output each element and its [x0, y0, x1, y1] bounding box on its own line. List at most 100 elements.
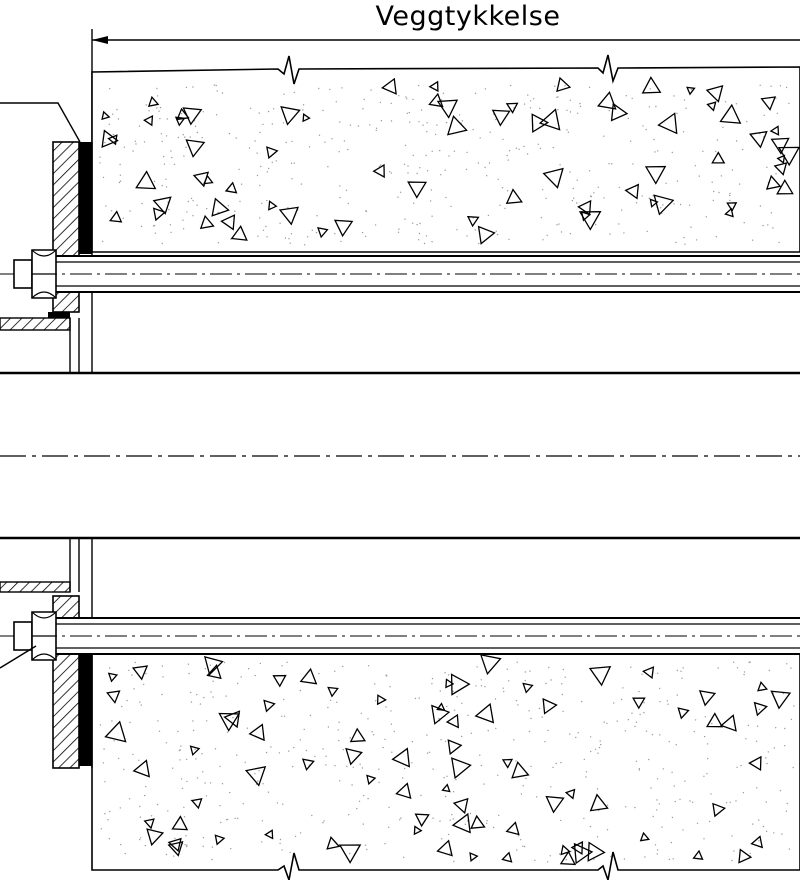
stipple-dot: [480, 764, 483, 767]
stipple-dot: [489, 131, 491, 133]
stipple-dot: [718, 191, 720, 194]
stipple-dot: [384, 738, 386, 741]
stipple-dot: [315, 231, 318, 234]
stipple-dot: [337, 729, 339, 731]
stipple-dot: [347, 202, 349, 205]
aggregate-triangle: [726, 202, 738, 213]
stipple-dot: [386, 675, 388, 677]
stipple-dot: [139, 838, 141, 841]
stipple-dot: [775, 173, 777, 175]
stipple-dot: [108, 838, 111, 840]
stipple-dot: [659, 701, 661, 703]
stipple-dot: [329, 699, 332, 701]
stipple-dot: [346, 765, 348, 768]
stipple-dot: [740, 764, 742, 767]
stipple-dot: [169, 224, 172, 226]
stipple-dot: [299, 739, 301, 741]
stipple-dot: [369, 124, 371, 126]
stipple-dot: [212, 680, 214, 682]
stipple-dot: [733, 850, 735, 852]
stipple-dot: [440, 174, 442, 176]
stipple-dot: [470, 732, 472, 734]
stipple-dot: [192, 86, 194, 88]
stipple-dot: [476, 666, 478, 668]
stipple-dot: [399, 819, 401, 821]
stipple-dot: [466, 235, 468, 237]
stipple-dot: [575, 736, 577, 739]
stipple-dot: [342, 665, 344, 668]
stipple-dot: [576, 202, 578, 204]
stipple-dot: [117, 118, 120, 120]
stipple-dot: [597, 186, 599, 188]
stipple-dot: [513, 739, 515, 741]
stipple-dot: [706, 773, 708, 775]
stipple-dot: [484, 166, 486, 169]
aggregate-triangle: [698, 690, 717, 707]
stipple-dot: [715, 236, 718, 238]
stipple-dot: [752, 823, 754, 825]
aggregate-triangle: [171, 815, 189, 831]
aggregate-triangle: [705, 84, 724, 103]
stipple-dot: [579, 105, 582, 108]
stipple-dot: [219, 765, 221, 768]
stipple-dot: [281, 665, 283, 667]
aggregate-triangle: [445, 713, 460, 729]
stipple-dot: [659, 687, 661, 690]
stipple-dot: [638, 769, 640, 771]
stipple-dot: [318, 672, 320, 675]
stipple-dot: [145, 104, 147, 106]
stipple-dot: [100, 828, 103, 830]
aggregate-triangle: [491, 109, 511, 127]
stipple-dot: [588, 86, 591, 89]
stipple-dot: [609, 233, 611, 235]
stipple-dot: [515, 699, 518, 702]
stipple-dot: [186, 211, 188, 213]
stipple-dot: [162, 676, 164, 678]
stipple-dot: [444, 740, 447, 743]
stipple-dot: [562, 710, 564, 712]
aggregate-triangle: [624, 183, 640, 200]
stipple-dot: [515, 147, 518, 149]
aggregate-triangle: [649, 198, 659, 208]
stipple-dot: [185, 86, 188, 89]
stipple-dot: [742, 148, 744, 151]
stipple-dot: [254, 140, 256, 142]
stipple-dot: [529, 100, 532, 102]
stipple-dot: [407, 172, 409, 174]
stipple-dot: [497, 774, 499, 776]
stipple-dot: [99, 724, 102, 726]
stipple-dot: [516, 849, 518, 851]
stipple-dot: [443, 776, 445, 779]
stipple-dot: [552, 146, 555, 149]
stipple-dot: [790, 667, 792, 669]
aggregate-triangle: [317, 227, 329, 239]
stipple-dot: [731, 835, 733, 837]
stipple-dot: [715, 150, 717, 153]
aggregate-triangle: [272, 674, 287, 688]
stipple-dot: [472, 128, 474, 131]
aggregate-triangle: [753, 701, 768, 717]
aggregate-triangle: [531, 113, 550, 134]
stipple-dot: [221, 783, 224, 785]
stipple-dot: [258, 112, 260, 114]
stipple-dot: [461, 120, 464, 122]
stipple-dot: [209, 664, 212, 666]
stipple-dot: [388, 806, 390, 809]
stipple-dot: [303, 728, 305, 731]
aggregate-triangle: [333, 219, 354, 238]
stipple-dot: [785, 810, 788, 812]
stipple-dot: [639, 713, 641, 716]
stipple-dot: [722, 126, 724, 128]
stipple-dot: [743, 671, 746, 673]
stipple-dot: [499, 204, 501, 206]
stipple-dot: [542, 239, 544, 241]
stipple-dot: [765, 801, 767, 803]
stipple-dot: [192, 215, 194, 217]
stipple-dot: [103, 748, 105, 750]
stipple-dot: [287, 207, 289, 209]
stipple-dot: [461, 735, 463, 738]
stipple-dot: [293, 746, 295, 749]
stipple-dot: [212, 696, 214, 698]
stipple-dot: [159, 118, 161, 120]
stipple-dot: [215, 114, 218, 116]
